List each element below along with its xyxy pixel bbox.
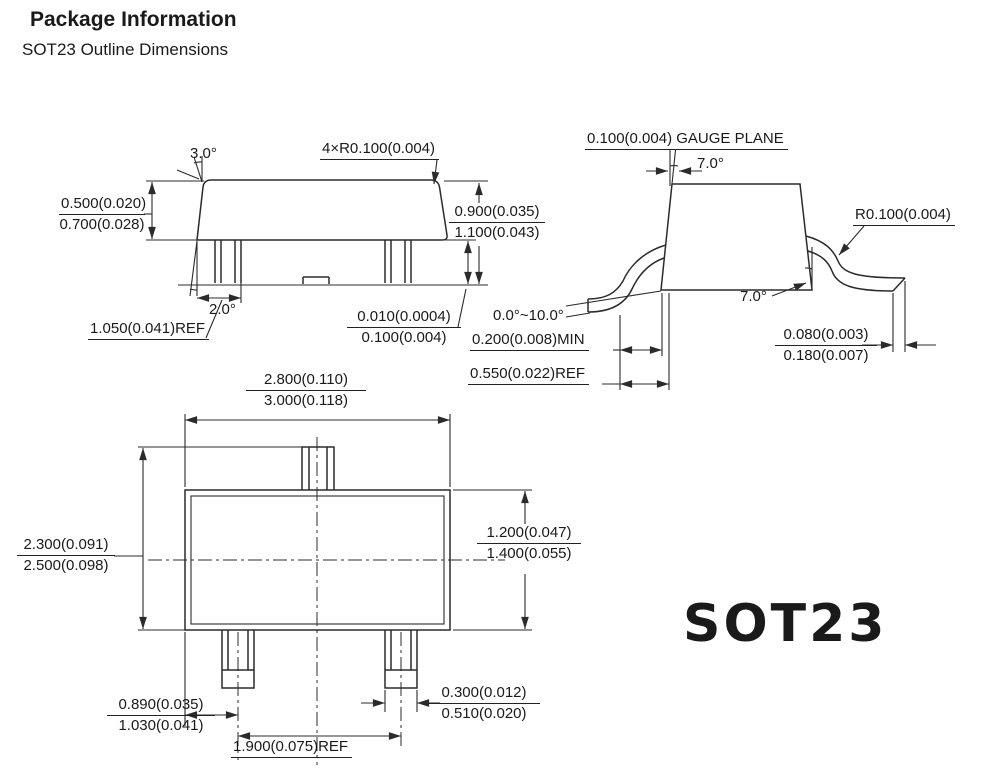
dim-min-value: 1.200(0.047) — [477, 525, 581, 544]
top-lead-offset-dim: 0.890(0.035) 1.030(0.041) — [107, 697, 215, 734]
top-body-depth-dim: 1.200(0.047) 1.400(0.055) — [477, 525, 581, 562]
dim-max-value: 0.100(0.004) — [361, 329, 447, 346]
foot-length-min-label: 0.200(0.008)MIN — [470, 332, 589, 351]
top-span-dim: 2.300(0.091) 2.500(0.098) — [17, 537, 115, 574]
foot-angle-range-label: 0.0°~10.0° — [493, 307, 564, 324]
top-lead-width-dim: 0.300(0.012) 0.510(0.020) — [428, 685, 540, 722]
top-view-lead-outlines — [221, 446, 418, 689]
dim-min-value: 0.080(0.003) — [775, 327, 877, 346]
dim-min-value: 0.890(0.035) — [107, 697, 215, 716]
dim-min-value: 0.010(0.0004) — [347, 309, 461, 328]
package-name: SOT23 — [683, 594, 888, 654]
lead-view-lead-outlines — [587, 235, 906, 313]
top-body-width-dim: 2.800(0.110) 3.000(0.118) — [246, 372, 366, 409]
dim-min-value: 2.300(0.091) — [17, 537, 115, 556]
side-corner-radius-label: 4×R0.100(0.004) — [320, 141, 439, 160]
top-view-dimension-lines — [114, 414, 532, 740]
dim-max-value: 0.510(0.020) — [441, 705, 527, 722]
page-title: Package Information — [30, 8, 237, 31]
foot-length-ref-label: 0.550(0.022)REF — [468, 366, 590, 385]
side-edge-ref-label: 1.050(0.041)REF — [88, 321, 210, 340]
side-top-angle-label: 3.0° — [190, 145, 217, 162]
dim-min-value: 0.300(0.012) — [428, 685, 540, 704]
dim-max-value: 1.030(0.041) — [118, 717, 204, 734]
dim-max-value: 3.000(0.118) — [264, 392, 348, 409]
lead-view-body-outline — [660, 183, 813, 291]
dim-max-value: 0.700(0.028) — [59, 216, 145, 233]
side-total-height-dim: 0.900(0.035) 1.100(0.043) — [449, 204, 545, 241]
lead-view-dimension-lines — [565, 149, 936, 390]
side-view-body-outline — [196, 179, 448, 241]
lead-inner-angle-label: 7.0° — [740, 288, 767, 305]
side-body-height-dim: 0.500(0.020) 0.700(0.028) — [59, 196, 146, 233]
side-view-dimension-lines — [144, 156, 488, 339]
page-subtitle: SOT23 Outline Dimensions — [22, 40, 228, 59]
dim-min-value: 2.800(0.110) — [246, 372, 366, 391]
dim-min-value: 0.900(0.035) — [449, 204, 545, 223]
lead-thickness-dim: 0.080(0.003) 0.180(0.007) — [775, 327, 877, 364]
side-bottom-angle-label: 2.0° — [209, 301, 236, 318]
lead-radius-label: R0.100(0.004) — [853, 207, 955, 226]
dim-max-value: 1.400(0.055) — [486, 545, 572, 562]
dim-max-value: 1.100(0.043) — [454, 224, 540, 241]
dim-max-value: 2.500(0.098) — [23, 557, 109, 574]
dim-max-value: 0.180(0.007) — [783, 347, 869, 364]
dim-min-value: 0.500(0.020) — [59, 196, 146, 215]
lead-top-angle-label: 7.0° — [697, 155, 724, 172]
top-pitch-ref-label: 1.900(0.075)REF — [231, 739, 353, 758]
side-view-lead-outlines — [214, 240, 412, 284]
side-standoff-dim: 0.010(0.0004) 0.100(0.004) — [347, 309, 461, 346]
gauge-plane-label: 0.100(0.004) GAUGE PLANE — [585, 131, 788, 150]
